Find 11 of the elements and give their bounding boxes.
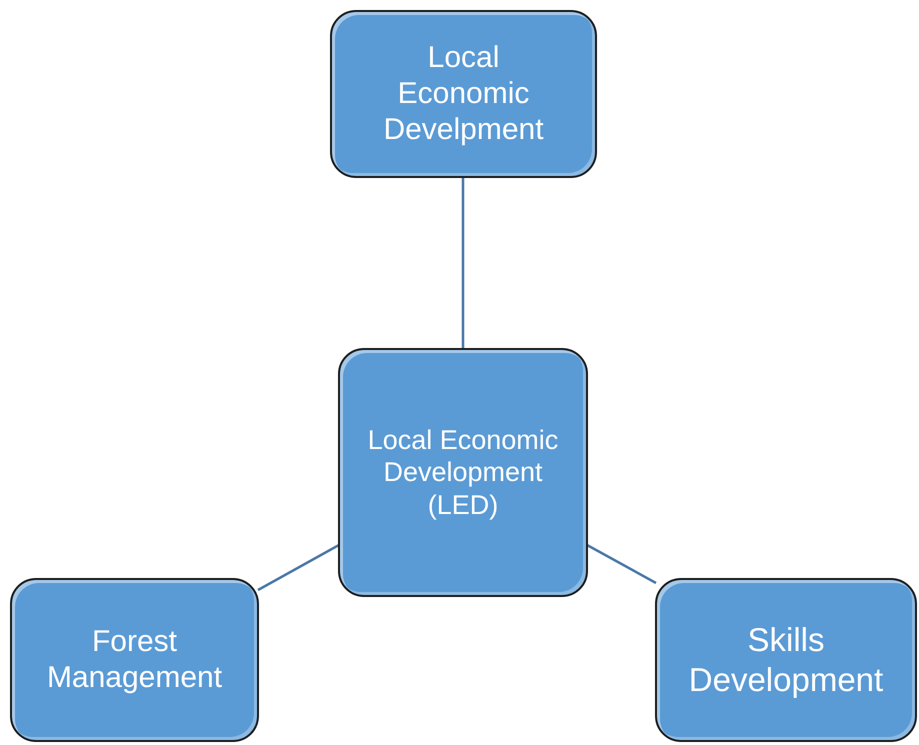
rounded-box [338, 348, 588, 597]
connector-line [586, 544, 657, 584]
connector-line [257, 544, 340, 592]
rounded-box [655, 578, 917, 742]
node-label: Local Economic Development (LED) [366, 424, 560, 522]
rounded-box [330, 10, 597, 178]
connector-line [462, 177, 464, 349]
rounded-box [10, 578, 259, 742]
node-label: Forest Management [46, 624, 224, 696]
node-label: Local Economic Develpment [382, 40, 545, 148]
node-label: Skills Development [688, 620, 884, 700]
